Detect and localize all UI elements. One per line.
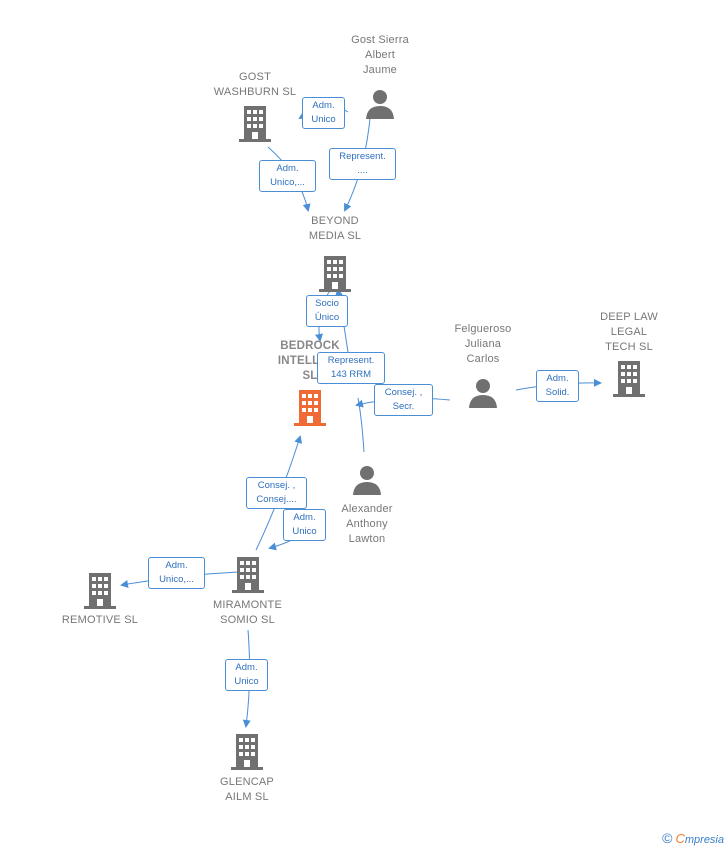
edge-label-consej-secr[interactable]: Consej. , Secr. [374, 384, 433, 416]
node-miramonte[interactable]: MIRAMONTE SOMIO SL [195, 557, 300, 628]
node-bedrock[interactable]: BEDROCK INTELLIG... SL [255, 339, 365, 426]
edge-alexander-bedrock [357, 397, 365, 453]
node-glencap[interactable]: GLENCAP AILM SL [197, 734, 297, 805]
building-icon [231, 557, 264, 593]
node-gost-sierra[interactable]: Gost Sierra Albert Jaume [330, 33, 430, 120]
node-label: Gost Sierra Albert Jaume [351, 34, 409, 76]
copyright-symbol: © [662, 830, 673, 846]
brand-initial: C [675, 831, 685, 846]
edge-label-socio-unico[interactable]: Socio Único [306, 295, 348, 327]
node-label: Felgueroso Juliana Carlos [454, 323, 512, 365]
edge-label-adm-unico[interactable]: Adm. Unico,... [259, 160, 316, 192]
node-label: BEYOND MEDIA SL [308, 215, 362, 242]
building-icon [613, 361, 645, 397]
brand-name: mpresia [684, 834, 724, 846]
node-gost-washburn[interactable]: GOST WASHBURN SL [200, 70, 310, 142]
person-icon [353, 466, 381, 495]
node-label: Alexander Anthony Lawton [341, 503, 393, 545]
node-alexander[interactable]: Alexander Anthony Lawton [317, 464, 417, 547]
node-beyond-media[interactable]: BEYOND MEDIA SL [285, 214, 385, 292]
node-label: DEEP LAW LEGAL TECH SL [600, 311, 658, 353]
building-icon [319, 256, 351, 292]
empresia-logo: © Cmpresia [662, 830, 724, 846]
node-label: REMOTIVE SL [61, 614, 139, 626]
node-felgueroso[interactable]: Felgueroso Juliana Carlos [433, 322, 533, 409]
node-label: GLENCAP AILM SL [220, 776, 274, 803]
building-icon [239, 106, 271, 142]
building-icon [294, 390, 326, 426]
node-remotive[interactable]: REMOTIVE SL [50, 573, 150, 628]
building-icon [84, 573, 116, 609]
edge-label-represent[interactable]: Represent. .... [329, 148, 396, 180]
edge-label-adm-unico[interactable]: Adm. Unico,... [148, 557, 205, 589]
edge-label-adm-unico[interactable]: Adm. Unico [283, 509, 326, 541]
person-icon [366, 90, 394, 119]
building-icon [231, 734, 263, 770]
edge-label-represent-143[interactable]: Represent. 143 RRM [317, 352, 385, 384]
person-icon [469, 379, 497, 408]
node-label: GOST WASHBURN SL [213, 71, 297, 98]
edge-label-adm-solid[interactable]: Adm. Solid. [536, 370, 579, 402]
edge-label-adm-unico[interactable]: Adm. Unico [302, 97, 345, 129]
node-label: MIRAMONTE SOMIO SL [212, 599, 283, 626]
edge-label-adm-unico[interactable]: Adm. Unico [225, 659, 268, 691]
edge-label-consej-consej[interactable]: Consej. , Consej.... [246, 477, 307, 509]
node-deep-law[interactable]: DEEP LAW LEGAL TECH SL [579, 310, 679, 397]
